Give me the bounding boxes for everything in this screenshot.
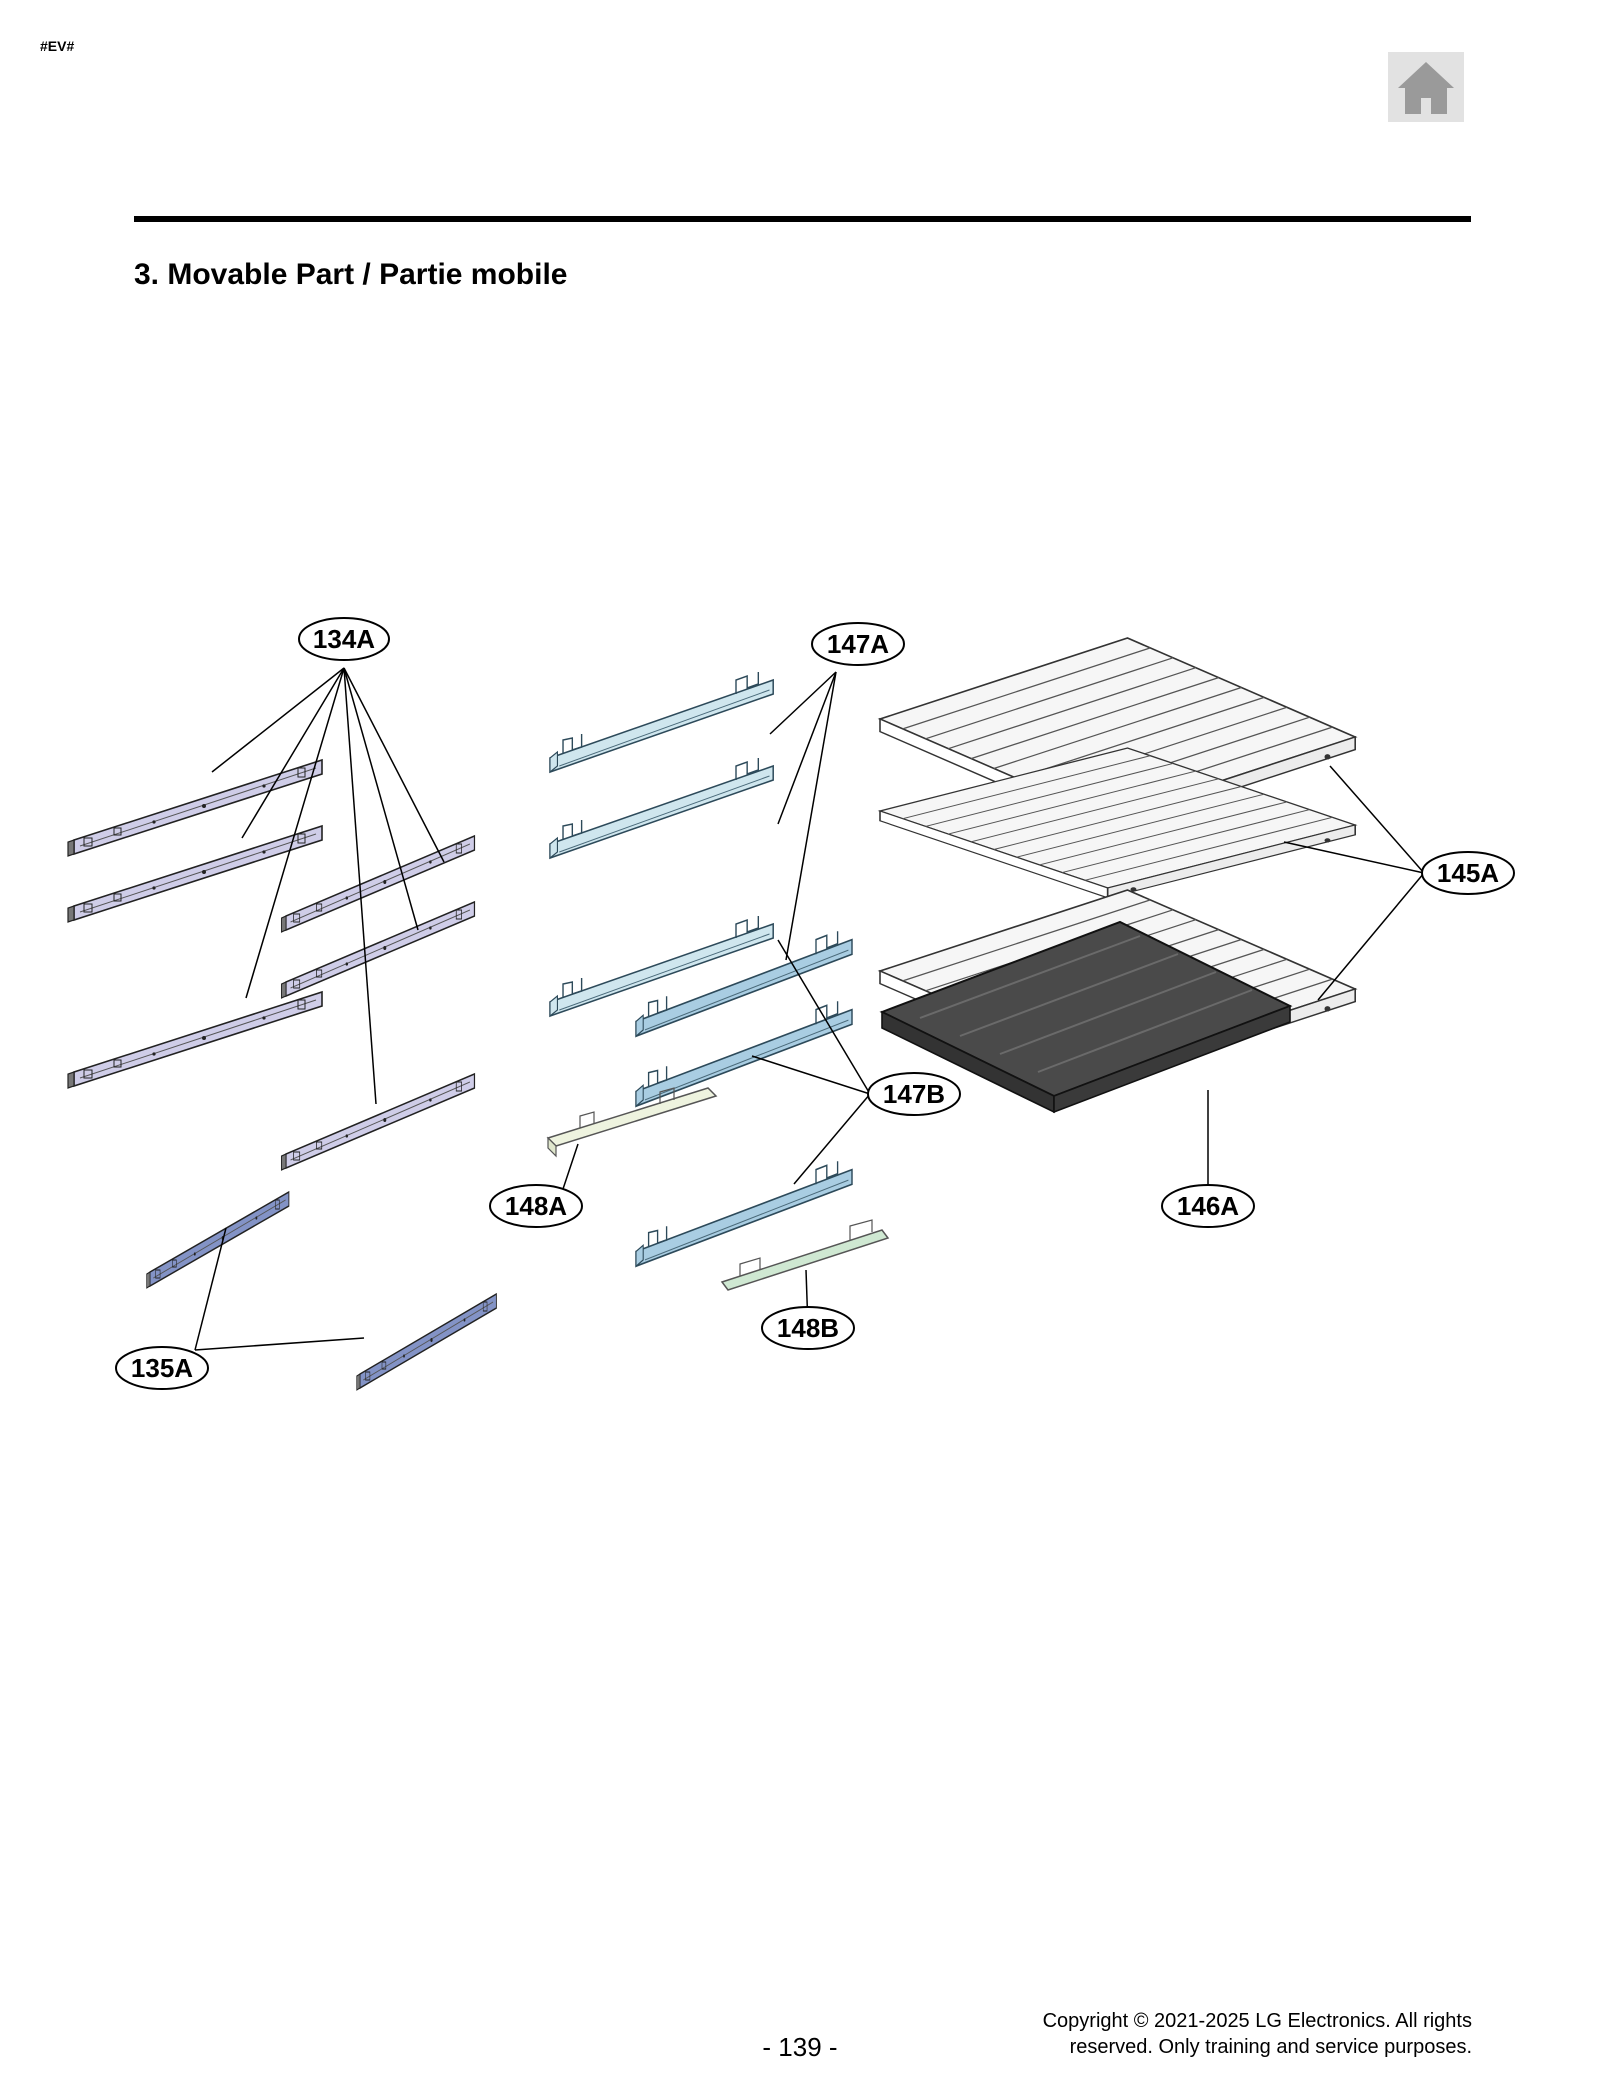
leader-lines <box>194 667 1425 1351</box>
slide-rail-134A-3 <box>67 991 323 1089</box>
page-number: - 139 - <box>762 2032 838 2062</box>
callout-148A: 148A <box>489 1184 583 1228</box>
bracket-147A-3 <box>549 915 775 1017</box>
section-title: 3. Movable Part / Partie mobile <box>134 258 568 291</box>
home-button[interactable] <box>1388 52 1464 122</box>
bracket-148A <box>546 1087 718 1158</box>
bracket-147A-2 <box>549 757 775 859</box>
svg-text:145A: 145A <box>1437 858 1499 888</box>
bracket-147A-1 <box>549 671 775 773</box>
svg-text:147A: 147A <box>827 629 889 659</box>
callout-145A: 145A <box>1421 851 1515 895</box>
svg-text:135A: 135A <box>131 1353 193 1383</box>
svg-text:134A: 134A <box>313 624 375 654</box>
callout-135A: 135A <box>115 1346 209 1390</box>
copyright-notice: Copyright © 2021-2025 LG Electronics. Al… <box>952 2008 1472 2060</box>
exploded-parts-diagram: 134A 135A 145A 146A 147A 147B 148A 148B <box>67 617 1515 1391</box>
slide-rail-135A-2 <box>355 1293 498 1391</box>
copyright-line-1: Copyright © 2021-2025 LG Electronics. Al… <box>1042 2010 1472 2032</box>
callout-134A: 134A <box>298 617 390 661</box>
svg-text:148A: 148A <box>505 1191 567 1221</box>
callout-146A: 146A <box>1161 1184 1255 1228</box>
callout-147A: 147A <box>811 622 905 666</box>
header-rule <box>134 216 1471 222</box>
svg-text:146A: 146A <box>1177 1191 1239 1221</box>
svg-text:148B: 148B <box>777 1313 839 1343</box>
callout-147B: 147B <box>867 1072 961 1116</box>
copyright-line-2: reserved. Only training and service purp… <box>1069 2036 1472 2058</box>
tray-146A <box>879 920 1293 1114</box>
slide-rail-134A-6 <box>280 1073 476 1171</box>
slide-rail-135A-1 <box>145 1191 290 1289</box>
svg-text:147B: 147B <box>883 1079 945 1109</box>
document-code: #EV# <box>40 38 75 54</box>
callout-148B: 148B <box>761 1306 855 1350</box>
bracket-148B <box>720 1219 890 1291</box>
home-icon <box>1398 62 1454 114</box>
